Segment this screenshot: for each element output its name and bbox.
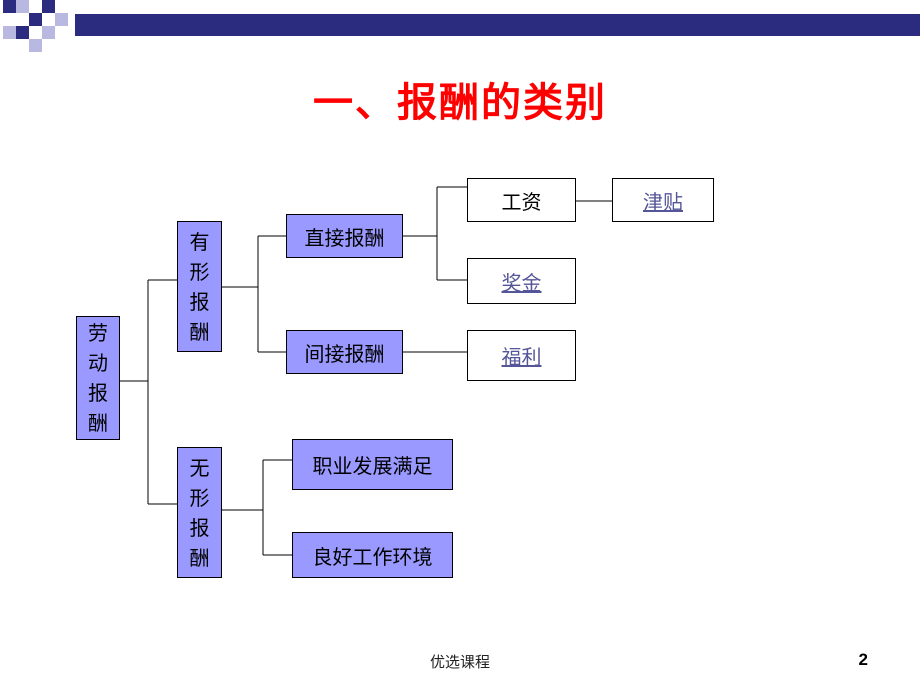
checker-square: [3, 0, 16, 13]
node-welfare[interactable]: 福利: [467, 330, 576, 381]
page-number: 2: [858, 650, 868, 669]
footer-text: 优选课程: [430, 653, 491, 671]
allowance-link[interactable]: 津贴: [643, 189, 683, 214]
node-career-satisfaction: 职业发展满足: [292, 439, 453, 490]
node-intangible-compensation: 无 形 报 酬: [177, 447, 222, 578]
banner-stripe: [75, 14, 920, 36]
node-good-environment: 良好工作环境: [292, 532, 453, 578]
node-indirect-compensation: 间接报酬: [286, 330, 403, 374]
node-wage: 工资: [467, 178, 576, 222]
checker-square: [16, 26, 29, 39]
checker-square: [29, 13, 42, 26]
node-allowance[interactable]: 津贴: [612, 178, 714, 222]
checker-square: [3, 26, 16, 39]
checker-square: [55, 13, 68, 26]
welfare-link[interactable]: 福利: [501, 345, 542, 369]
checker-square: [16, 0, 29, 13]
bonus-link[interactable]: 奖金: [501, 270, 542, 295]
node-bonus[interactable]: 奖金: [467, 258, 576, 304]
slide-title: 一、报酬的类别: [313, 80, 607, 126]
node-labor-compensation: 劳 动 报 酬: [76, 316, 120, 440]
node-tangible-compensation: 有 形 报 酬: [177, 221, 222, 352]
node-direct-compensation: 直接报酬: [286, 214, 403, 258]
checker-square: [29, 39, 42, 52]
checker-square: [42, 26, 55, 39]
checker-square: [42, 0, 55, 13]
